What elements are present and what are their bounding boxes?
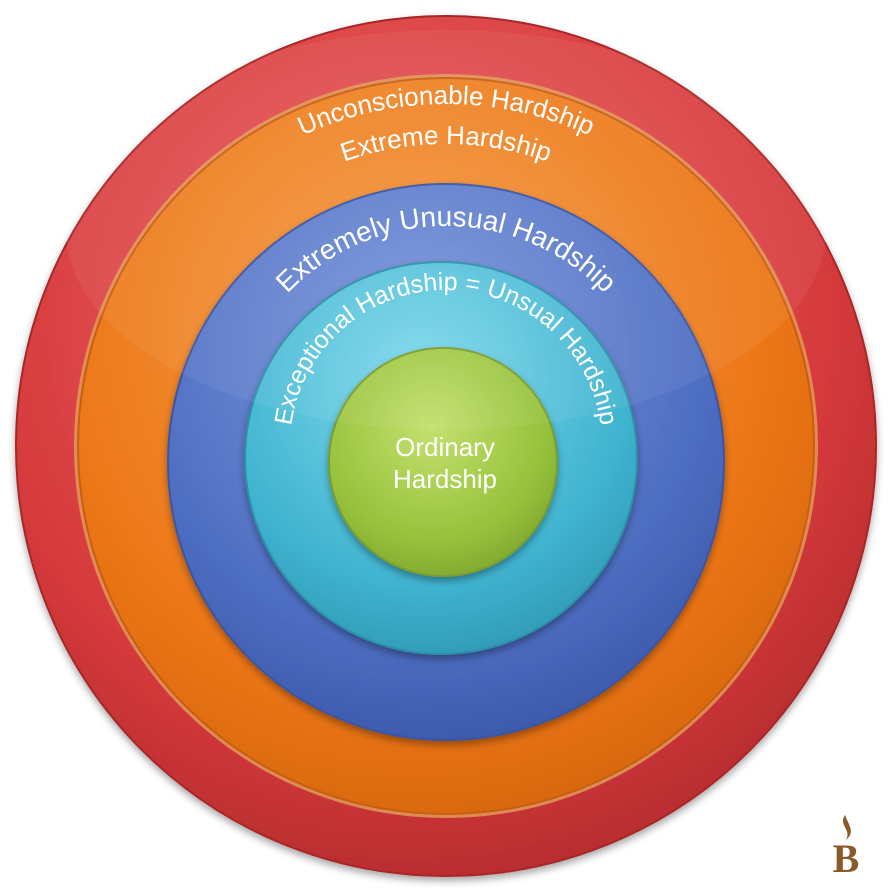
gloss-highlight — [66, 30, 826, 430]
center-label-line2: Hardship — [393, 464, 497, 494]
logo-flame-icon — [842, 815, 851, 840]
center-ordinary — [328, 347, 558, 577]
logo-letter: B — [833, 836, 860, 881]
logo: B — [833, 815, 860, 881]
center-label-line1: Ordinary — [395, 432, 495, 462]
